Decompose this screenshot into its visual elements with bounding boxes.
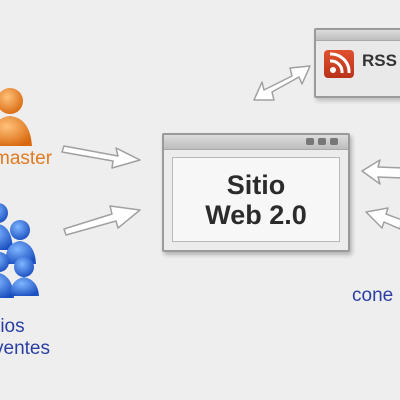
users-label-line2: ventes	[0, 338, 50, 359]
window-button-icon	[306, 138, 314, 145]
arrow-right-lower	[365, 207, 400, 230]
rss-window: RSS	[314, 28, 400, 98]
arrow-webmaster-to-site	[61, 145, 141, 169]
site-window-titlebar	[164, 135, 348, 150]
connections-label: cone	[352, 285, 394, 306]
window-button-icon	[330, 138, 338, 145]
site-title-line2: Web 2.0	[205, 199, 307, 230]
webmaster-person-icon	[0, 88, 32, 146]
rss-window-titlebar	[316, 30, 400, 41]
users-group-icon	[0, 203, 39, 298]
arrow-site-rss	[253, 65, 311, 101]
arrow-right-upper	[361, 159, 400, 185]
site-window: Sitio Web 2.0	[162, 133, 350, 252]
site-window-body: Sitio Web 2.0	[172, 157, 340, 242]
arrow-users-to-site	[63, 205, 141, 236]
site-title-line1: Sitio	[226, 169, 286, 200]
webmaster-label: master	[0, 148, 53, 169]
rss-label: RSS	[362, 51, 397, 70]
window-button-icon	[318, 138, 326, 145]
rss-feed-icon	[324, 50, 354, 78]
